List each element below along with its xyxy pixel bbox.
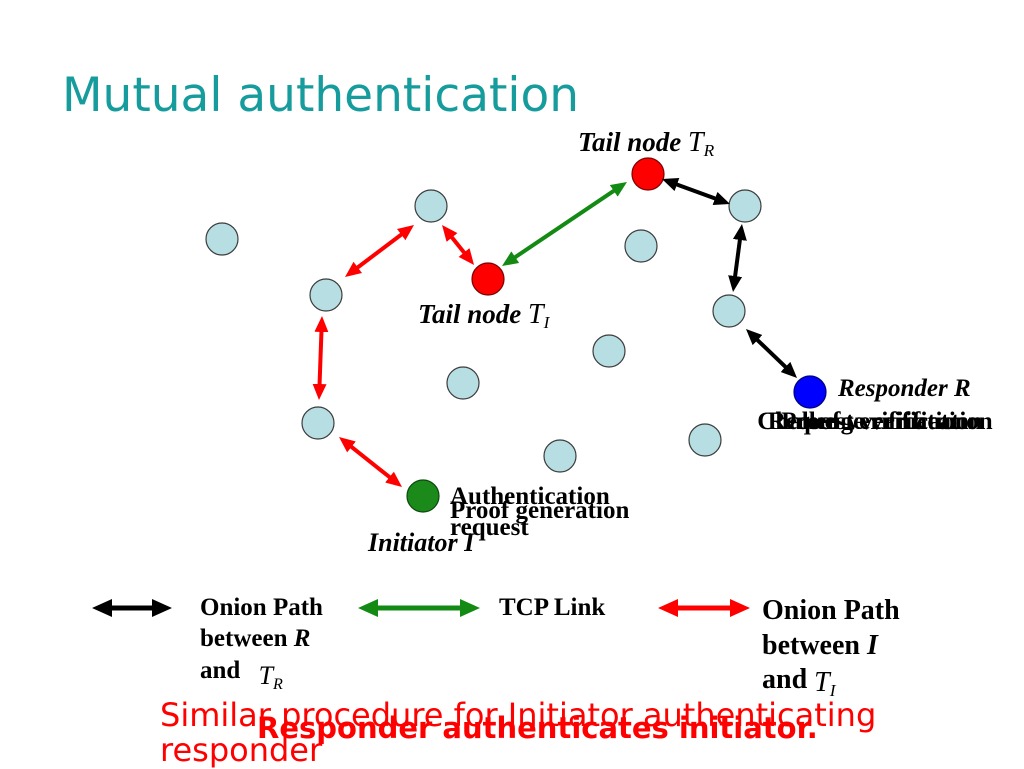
onion-path-responder-arrow xyxy=(661,177,731,206)
responder-action: Challenge verification xyxy=(757,408,993,435)
relay-nodes xyxy=(205,189,762,473)
legend-text: and xyxy=(200,657,241,684)
legend-line: and TR xyxy=(200,654,323,693)
symbol-letter: T xyxy=(814,667,830,698)
legend-onion-path-initiator: Onion Path between I and TI xyxy=(762,594,900,701)
tail-node-responder xyxy=(631,157,665,191)
tail-node-symbol: TR xyxy=(688,127,715,160)
onion-path-initiator-arrow xyxy=(442,225,475,265)
tail-node-symbol: TI xyxy=(528,299,550,332)
procedure-note: Similar procedure for Initiator authenti… xyxy=(160,696,877,769)
relay-node xyxy=(414,189,448,223)
legend-variable: R xyxy=(293,625,311,652)
initiator-action: Proof generation xyxy=(450,497,630,524)
symbol-subscript: R xyxy=(703,140,715,160)
tail-node-initiator xyxy=(471,262,505,296)
legend-text: and xyxy=(762,664,808,695)
legend-line: Onion Path xyxy=(762,595,900,626)
legend-symbol: TR xyxy=(258,661,283,693)
legend-line: between R xyxy=(200,623,323,654)
tcp-link-arrow xyxy=(502,181,627,267)
tail-node-text: Tail node xyxy=(418,299,522,329)
symbol-subscript: I xyxy=(543,312,550,332)
legend-symbol: TI xyxy=(814,667,836,700)
responder-action-labels: Challenge verification Request verificat… xyxy=(735,407,1015,437)
relay-node xyxy=(301,406,335,440)
symbol-subscript: I xyxy=(829,680,836,700)
summary-text: Responder authenticates initiator. xyxy=(257,711,818,745)
symbol-letter: T xyxy=(688,127,704,158)
tail-node-text: Tail node xyxy=(578,127,682,157)
symbol-subscript: R xyxy=(273,675,283,693)
legend-line: between I xyxy=(762,629,900,664)
responder-label: Responder R xyxy=(838,375,971,402)
responder-action: Proof verification xyxy=(781,408,969,435)
slide-title: Mutual authentication xyxy=(62,68,580,123)
legend-onion-path-responder: Onion Path between R and TR xyxy=(200,592,323,693)
onion-path-responder-arrow xyxy=(728,224,747,292)
legend-line: Onion Path xyxy=(200,594,323,621)
symbol-letter: T xyxy=(528,299,544,330)
onion-path-initiator-arrow xyxy=(312,316,329,400)
relay-node xyxy=(624,229,658,263)
relay-node xyxy=(446,366,480,400)
legend-text: between xyxy=(200,625,288,652)
relay-node xyxy=(728,189,762,223)
initiator-action: Authentication request xyxy=(450,483,610,541)
relay-node xyxy=(205,222,239,256)
relay-node xyxy=(543,439,577,473)
onion-path-initiator-arrow xyxy=(345,224,414,278)
responder-node xyxy=(793,375,827,409)
legend-line: and TI xyxy=(762,663,900,701)
legend-variable: I xyxy=(866,629,878,661)
legend-text: between xyxy=(762,629,860,661)
initiator-label: Initiator I xyxy=(368,528,475,557)
responder-action: Request verification xyxy=(767,408,983,435)
relay-node xyxy=(688,423,722,457)
onion-path-initiator-arrow xyxy=(339,436,402,488)
legend-tcp-link: TCP Link xyxy=(499,594,606,621)
symbol-letter: T xyxy=(258,661,274,690)
onion-path-responder-arrow xyxy=(745,329,798,378)
tail-node-initiator-label: Tail node TI xyxy=(418,299,549,333)
tail-node-responder-label: Tail node TR xyxy=(578,127,714,161)
relay-node xyxy=(309,278,343,312)
relay-node xyxy=(712,294,746,328)
relay-node xyxy=(592,334,626,368)
initiator-node xyxy=(406,479,440,513)
